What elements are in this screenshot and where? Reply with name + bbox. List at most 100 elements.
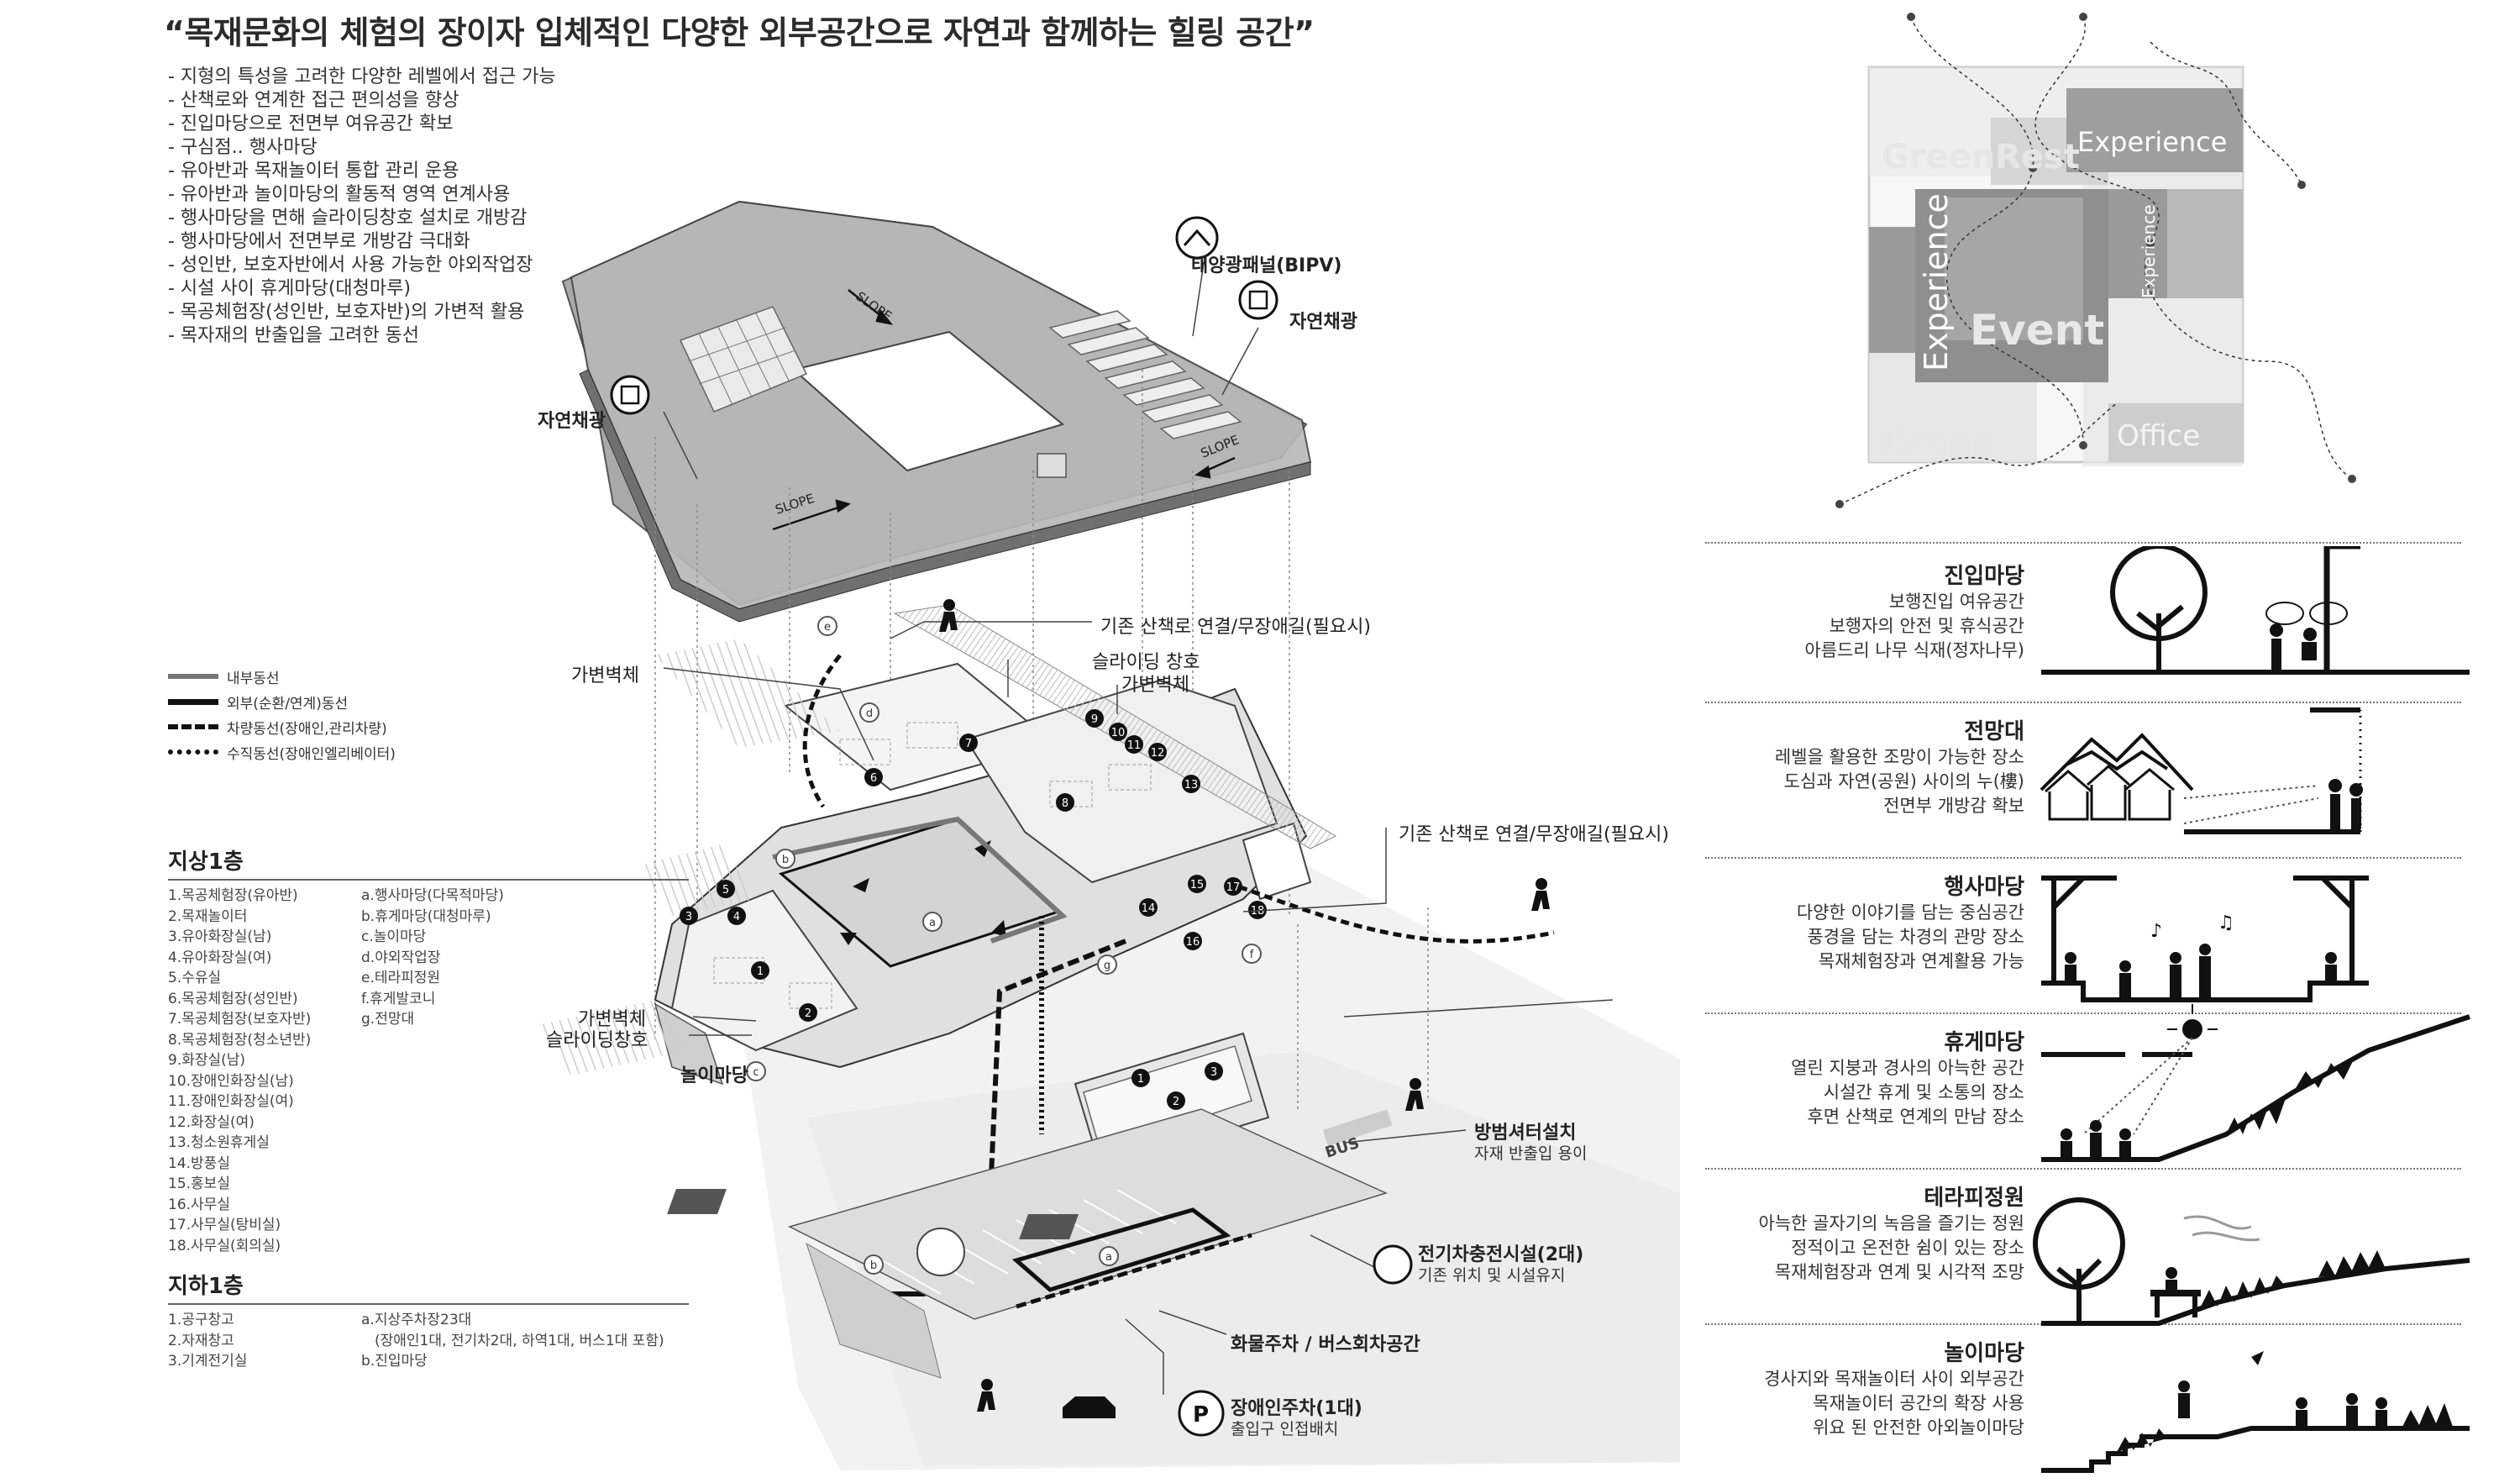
svg-text:2: 2 [805, 1007, 811, 1020]
zone-divider [1705, 1012, 2461, 1014]
zone-line: 아늑한 골자기의 녹음을 즐기는 정원 [1758, 1213, 2025, 1233]
room-item: 10.장애인화장실(남) [168, 1072, 294, 1090]
divider [168, 879, 689, 881]
daylight-callout: 자연채광 [538, 411, 606, 432]
bullet-item: - 시설 사이 휴게마당(대청마루) [168, 278, 411, 299]
sliding-window-callout: 슬라이딩창호 [546, 1030, 648, 1051]
floor1-outdoor: a.행사마당(다목적마당) b.휴게마당(대청마루) c.놀이마당 d.야외작업… [361, 886, 714, 1256]
floor1-heading: 지상1층 [168, 849, 244, 875]
floor1-section: 지상1층 1.목공체험장(유아반) 2.목재놀이터 3.유아화장실(남) 4.유… [168, 844, 714, 1256]
svg-text:g: g [1104, 960, 1110, 972]
zone-line: 위요 된 안전한 아외놀이마당 [1813, 1417, 2024, 1438]
outdoor-item: e.테라피정원 [361, 970, 441, 986]
zone-observatory: 전망대 레벨을 활용한 조망이 가능한 장소 도심과 자연(공원) 사이의 누(… [1672, 714, 2024, 818]
houses-icon [2045, 765, 2175, 821]
bullet-item: - 목공체험장(성인반, 보호자반)의 가변적 활용 [168, 302, 525, 323]
bullet-item: - 행사마당을 면해 슬라이딩창호 설치로 개방감 [168, 208, 528, 229]
room-item: 7.목공체험장(보호자반) [168, 1011, 312, 1028]
zone-office [2108, 403, 2243, 462]
svg-text:c: c [753, 1066, 759, 1079]
legend-label: 내부동선 [227, 670, 280, 687]
legend-swatch [168, 698, 218, 705]
legend-label: 수직동선(장애인엘리베이터) [227, 745, 396, 763]
svg-text:9: 9 [1091, 713, 1098, 726]
zone-title: 놀이마당 [1944, 1341, 2024, 1366]
svg-text:3: 3 [685, 911, 692, 923]
zone-label: Experience [2077, 126, 2227, 158]
svg-text:e: e [824, 621, 831, 634]
svg-text:5: 5 [722, 884, 729, 897]
zone-rest-yard: 휴게마당 열린 지붕과 경사의 아늑한 공간 시설간 휴게 및 소통의 장소 후… [1672, 1025, 2024, 1129]
play-yard-callout: 놀이마당 [680, 1065, 748, 1086]
sliding-window-callout: 슬라이딩 창호 [1092, 652, 1200, 673]
room-item: 1.목공체험장(유아반) [168, 887, 298, 904]
partition-callout: 가변벽체 [571, 665, 639, 686]
terrain-lower [806, 1050, 1680, 1466]
svg-text:14: 14 [1142, 902, 1156, 915]
walkway-callout: 기존 산책로 연결/무장애길(필요시) [1399, 824, 1669, 845]
bullet-item: - 진입마당으로 전면부 여유공간 확보 [168, 113, 454, 134]
floor1-rooms: 1.목공체험장(유아반) 2.목재놀이터 3.유아화장실(남) 4.유아화장실(… [168, 886, 361, 1256]
outdoor-item: a.행사마당(다목적마당) [361, 887, 504, 904]
bullet-item: - 성인반, 보호자반에서 사용 가능한 야외작업장 [168, 255, 533, 276]
room-item: 3.기계전기실 [168, 1353, 248, 1370]
bullet-item: - 유아반과 목재놀이터 통합 관리 운용 [168, 160, 459, 181]
room-item: 1.공구창고 [168, 1312, 234, 1328]
cargo-parking-callout: 화물주차 / 버스회차공간 [1231, 1334, 1420, 1355]
pergola-icon [2041, 876, 2369, 983]
tree-icon [2110, 546, 2208, 672]
svg-text:4: 4 [733, 911, 740, 923]
zone-title: 전망대 [1964, 719, 2024, 744]
zone-line: 정적이고 온전한 쉼이 있는 장소 [1791, 1238, 2024, 1258]
zone-title: 행사마당 [1944, 875, 2024, 900]
zone-line: 보행진입 여유공간 [1888, 592, 2024, 612]
shutter-callout: 방범셔터설치 [1474, 1123, 1577, 1144]
room-item: 18.사무실(회의실) [168, 1237, 281, 1254]
legend-item: 내부동선 [168, 664, 396, 689]
outdoor-item: a.지상주차장23대 [361, 1312, 472, 1328]
person-icon [2166, 1267, 2177, 1291]
grass-icon [2226, 1050, 2369, 1134]
zoning-diagram: Green Rest Experience Experience Event E… [1835, 13, 2356, 508]
disabled-parking-callout: 장애인주차(1대) [1231, 1398, 1362, 1419]
circulation-legend: 내부동선 외부(순환/연계)동선 차량동선(장애인,관리차량) 수직동선(장애인… [168, 664, 396, 765]
zone-line: 시설간 휴게 및 소통의 장소 [1823, 1082, 2024, 1102]
zone-title: 진입마당 [1944, 564, 2024, 589]
zone-line: 열린 지붕과 경사의 아늑한 공간 [1791, 1058, 2024, 1078]
svg-text:17: 17 [1226, 881, 1241, 894]
room-item: 2.자재창고 [168, 1332, 234, 1349]
bullet-item: - 산책로와 연계한 접근 편의성을 향상 [168, 90, 459, 111]
basement-section: 지하1층 1.공구창고 2.자재창고 3.기계전기실 a.지상주차장23대 (장… [168, 1269, 714, 1372]
zone-label: Green [1882, 138, 1995, 176]
zone-play-yard: 놀이마당 경사지와 목재놀이터 사이 외부공간 목재놀이터 공간의 확장 사용 … [1672, 1336, 2024, 1440]
leader-lines [663, 251, 1614, 1395]
room-item: 15.홍보실 [168, 1175, 230, 1192]
zone-line: 아름드리 나무 식재(정자나무) [1804, 640, 2024, 660]
zone-label: Rest [1995, 138, 2080, 176]
ground-floor-plan [538, 604, 1337, 1086]
walkway-callout: 기존 산책로 연결/무장애길(필요시) [1100, 617, 1371, 638]
room-item: 12.화장실(여) [168, 1113, 255, 1131]
zone-line: 목재놀이터 공간의 확장 사용 [1813, 1393, 2024, 1413]
disabled-parking-subtext: 출입구 인접배치 [1231, 1420, 1339, 1438]
room-item: 9.화장실(남) [168, 1052, 246, 1069]
zone-label: Event [1970, 306, 2104, 355]
music-note-icon: ♪ [2150, 921, 2162, 942]
mountain-icon [2040, 733, 2194, 791]
wind-icon [2183, 1215, 2260, 1242]
design-bullets: - 지형의 특성을 고려한 다양한 레벨에서 접근 가능 - 산책로와 연계한 … [168, 66, 556, 348]
room-item: 11.장애인화장실(여) [168, 1093, 294, 1110]
legend-swatch [168, 749, 218, 755]
zone-divider [1705, 702, 2461, 703]
zone-title: 테라피정원 [1924, 1186, 2024, 1211]
svg-text:a: a [1105, 1251, 1112, 1264]
grass-icon [2117, 1403, 2453, 1452]
ev-charger-icon [1373, 1244, 1413, 1285]
zone-title: 휴게마당 [1944, 1030, 2024, 1055]
svg-text:12: 12 [1151, 747, 1165, 760]
bullet-item: - 목자재의 반출입을 고려한 동선 [168, 325, 420, 346]
bipv-panels [1048, 310, 1242, 439]
shutter-subtext: 자재 반출입 용이 [1474, 1144, 1588, 1163]
room-item: 17.사무실(탕비실) [168, 1217, 281, 1233]
axonometric-diagram: SLOPE SLOPE SLOPE [538, 200, 1680, 1470]
